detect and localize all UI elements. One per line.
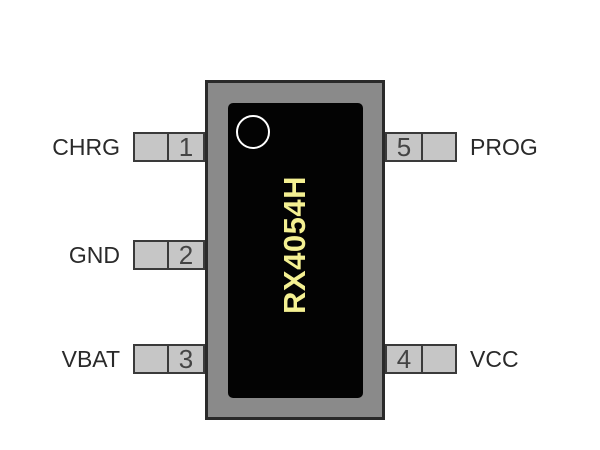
chip-die (228, 103, 363, 398)
pin-4-number: 4 (396, 344, 412, 374)
pin-3-number: 3 (178, 344, 194, 374)
pin-3: 3 (133, 344, 205, 374)
pin-4-label: VCC (470, 346, 519, 372)
pin-3-lead (135, 346, 169, 372)
pin-3-label: VBAT (61, 346, 120, 372)
pin-4-lead (421, 346, 455, 372)
pin-1: 1 (133, 132, 205, 162)
pin-1-lead (135, 134, 169, 160)
part-number: RX4054H (277, 176, 312, 314)
pin-2-number: 2 (178, 240, 194, 270)
pin-4: 4 (385, 344, 457, 374)
pin-2: 2 (133, 240, 205, 270)
pin-1-number: 1 (178, 132, 194, 162)
pin-2-lead (135, 242, 169, 268)
pin-5: 5 (385, 132, 457, 162)
pin-5-number: 5 (396, 132, 412, 162)
pin-5-label: PROG (470, 134, 538, 160)
pin-5-lead (421, 134, 455, 160)
pin-1-label: CHRG (52, 134, 120, 160)
pin-1-indicator-icon (236, 115, 270, 149)
pin-2-label: GND (68, 242, 120, 268)
